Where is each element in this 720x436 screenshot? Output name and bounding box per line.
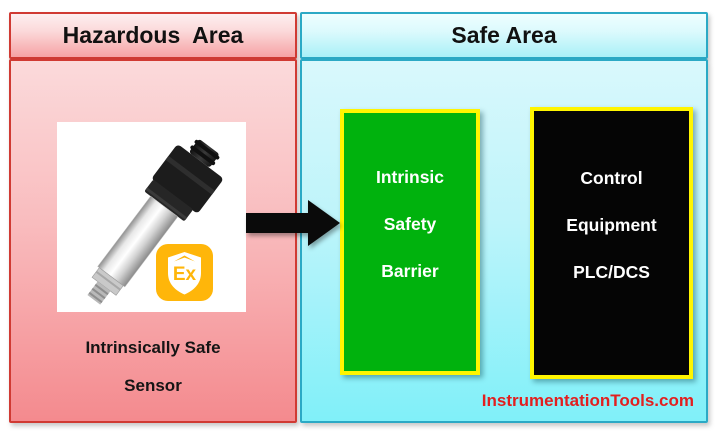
signal-flow-arrow-icon (246, 200, 340, 246)
pressure-transmitter-icon (87, 139, 223, 305)
control-line2: Equipment (566, 214, 657, 235)
safe-area-title: Safe Area (300, 12, 708, 59)
safe-area-panel: Safe Area Intrinsic Safety Barrier Contr… (300, 12, 708, 423)
ex-shield-icon: Ex (156, 244, 213, 301)
hazardous-area-panel: Hazardous Area (9, 12, 297, 423)
barrier-line1: Intrinsic (375, 166, 445, 187)
barrier-line3: Barrier (381, 260, 439, 281)
control-line3: PLC/DCS (573, 261, 650, 282)
hazardous-area-body: Ex Intrinsically Safe Sensor (9, 59, 297, 423)
safe-area-body: Intrinsic Safety Barrier Control Equipme… (300, 59, 708, 423)
barrier-line2: Safety (383, 213, 437, 234)
pressure-sensor-image: Ex (57, 122, 246, 312)
ex-certification-badge: Ex (156, 244, 213, 301)
sensor-caption-line1: Intrinsically Safe (85, 338, 221, 357)
hazardous-area-title: Hazardous Area (9, 12, 297, 59)
sensor-caption: Intrinsically Safe Sensor (11, 329, 295, 405)
control-equipment-box: Control Equipment PLC/DCS (530, 107, 693, 379)
watermark-text: InstrumentationTools.com (481, 391, 694, 410)
sensor-caption-line2: Sensor (124, 376, 182, 395)
ex-badge-text: Ex (173, 264, 197, 285)
intrinsic-safety-barrier-box: Intrinsic Safety Barrier (340, 109, 480, 375)
control-line1: Control (580, 167, 643, 188)
